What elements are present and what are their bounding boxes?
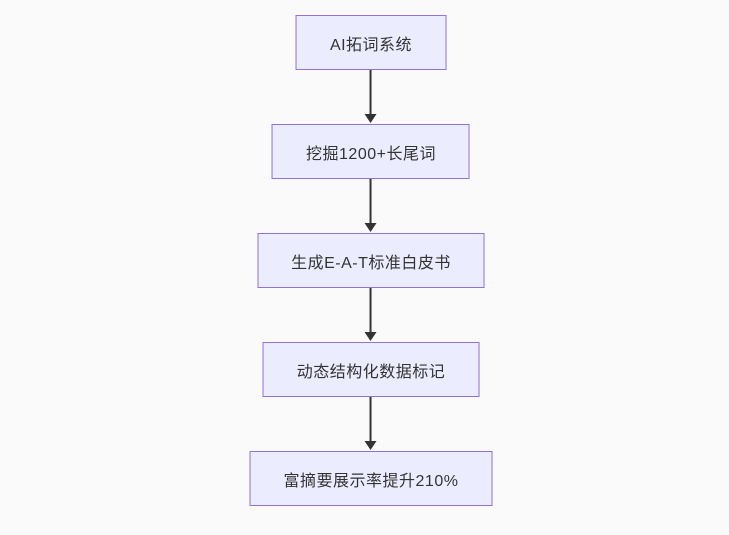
- flow-node-label: 挖掘1200+长尾词: [306, 145, 436, 163]
- arrow-down-icon: [365, 114, 377, 123]
- flow-node-ai-expansion: AI拓词系统: [295, 15, 447, 70]
- edge-line: [370, 179, 372, 224]
- arrow-down-icon: [365, 332, 377, 341]
- flow-edge-3: [365, 288, 377, 342]
- flow-node-label: 富摘要展示率提升210%: [283, 472, 459, 490]
- edge-line: [370, 288, 372, 333]
- flow-edge-4: [365, 397, 377, 451]
- arrow-down-icon: [365, 441, 377, 450]
- arrow-down-icon: [365, 223, 377, 232]
- flow-edge-2: [365, 179, 377, 233]
- flow-edge-1: [365, 70, 377, 124]
- flow-node-longtail-mining: 挖掘1200+长尾词: [272, 124, 470, 179]
- flowchart-column: AI拓词系统 挖掘1200+长尾词 生成E-A-T标准白皮书 动态结构化数据标记: [249, 15, 493, 506]
- flow-node-label: 动态结构化数据标记: [296, 363, 446, 381]
- edge-line: [370, 397, 372, 442]
- flow-node-label: AI拓词系统: [329, 36, 413, 54]
- flow-node-label: 生成E-A-T标准白皮书: [291, 254, 451, 272]
- edge-line: [370, 70, 372, 115]
- flow-node-structured-data: 动态结构化数据标记: [262, 342, 480, 397]
- flow-node-eat-whitepaper: 生成E-A-T标准白皮书: [257, 233, 485, 288]
- flow-node-rich-snippet-result: 富摘要展示率提升210%: [249, 451, 493, 506]
